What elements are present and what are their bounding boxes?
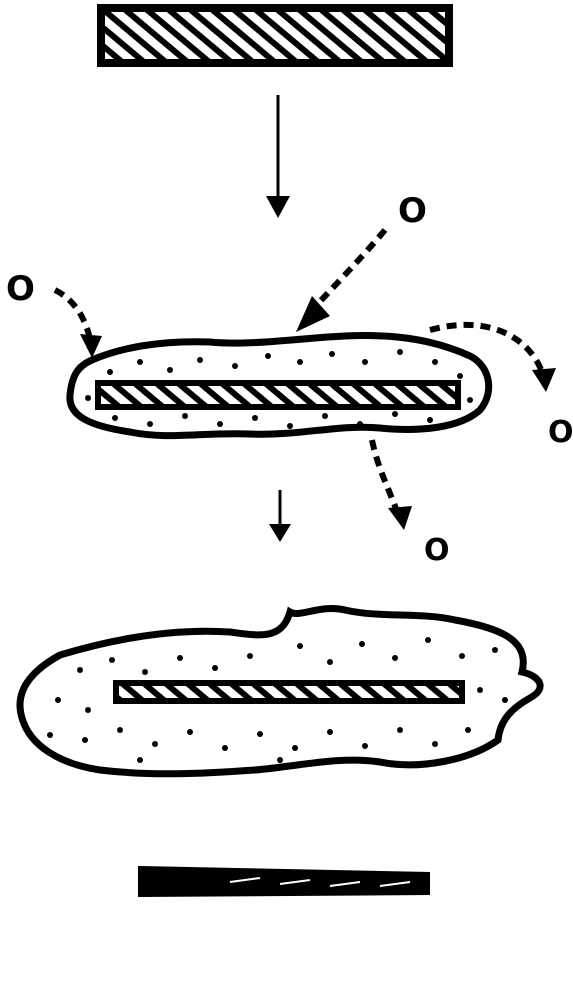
original-bar xyxy=(101,8,449,63)
down-arrow-1 xyxy=(266,95,290,218)
down-arrow-2 xyxy=(269,490,291,542)
oxygen-label-left: O xyxy=(6,269,35,309)
oxide-layer-stage-3 xyxy=(20,608,540,773)
oxygen-label-top: O xyxy=(398,191,427,231)
oxygen-label-bottom: O xyxy=(424,533,450,568)
oxygen-label-right: O xyxy=(548,415,573,450)
oxide-layer-stage-2 xyxy=(70,336,489,436)
remaining-bar xyxy=(140,868,428,895)
